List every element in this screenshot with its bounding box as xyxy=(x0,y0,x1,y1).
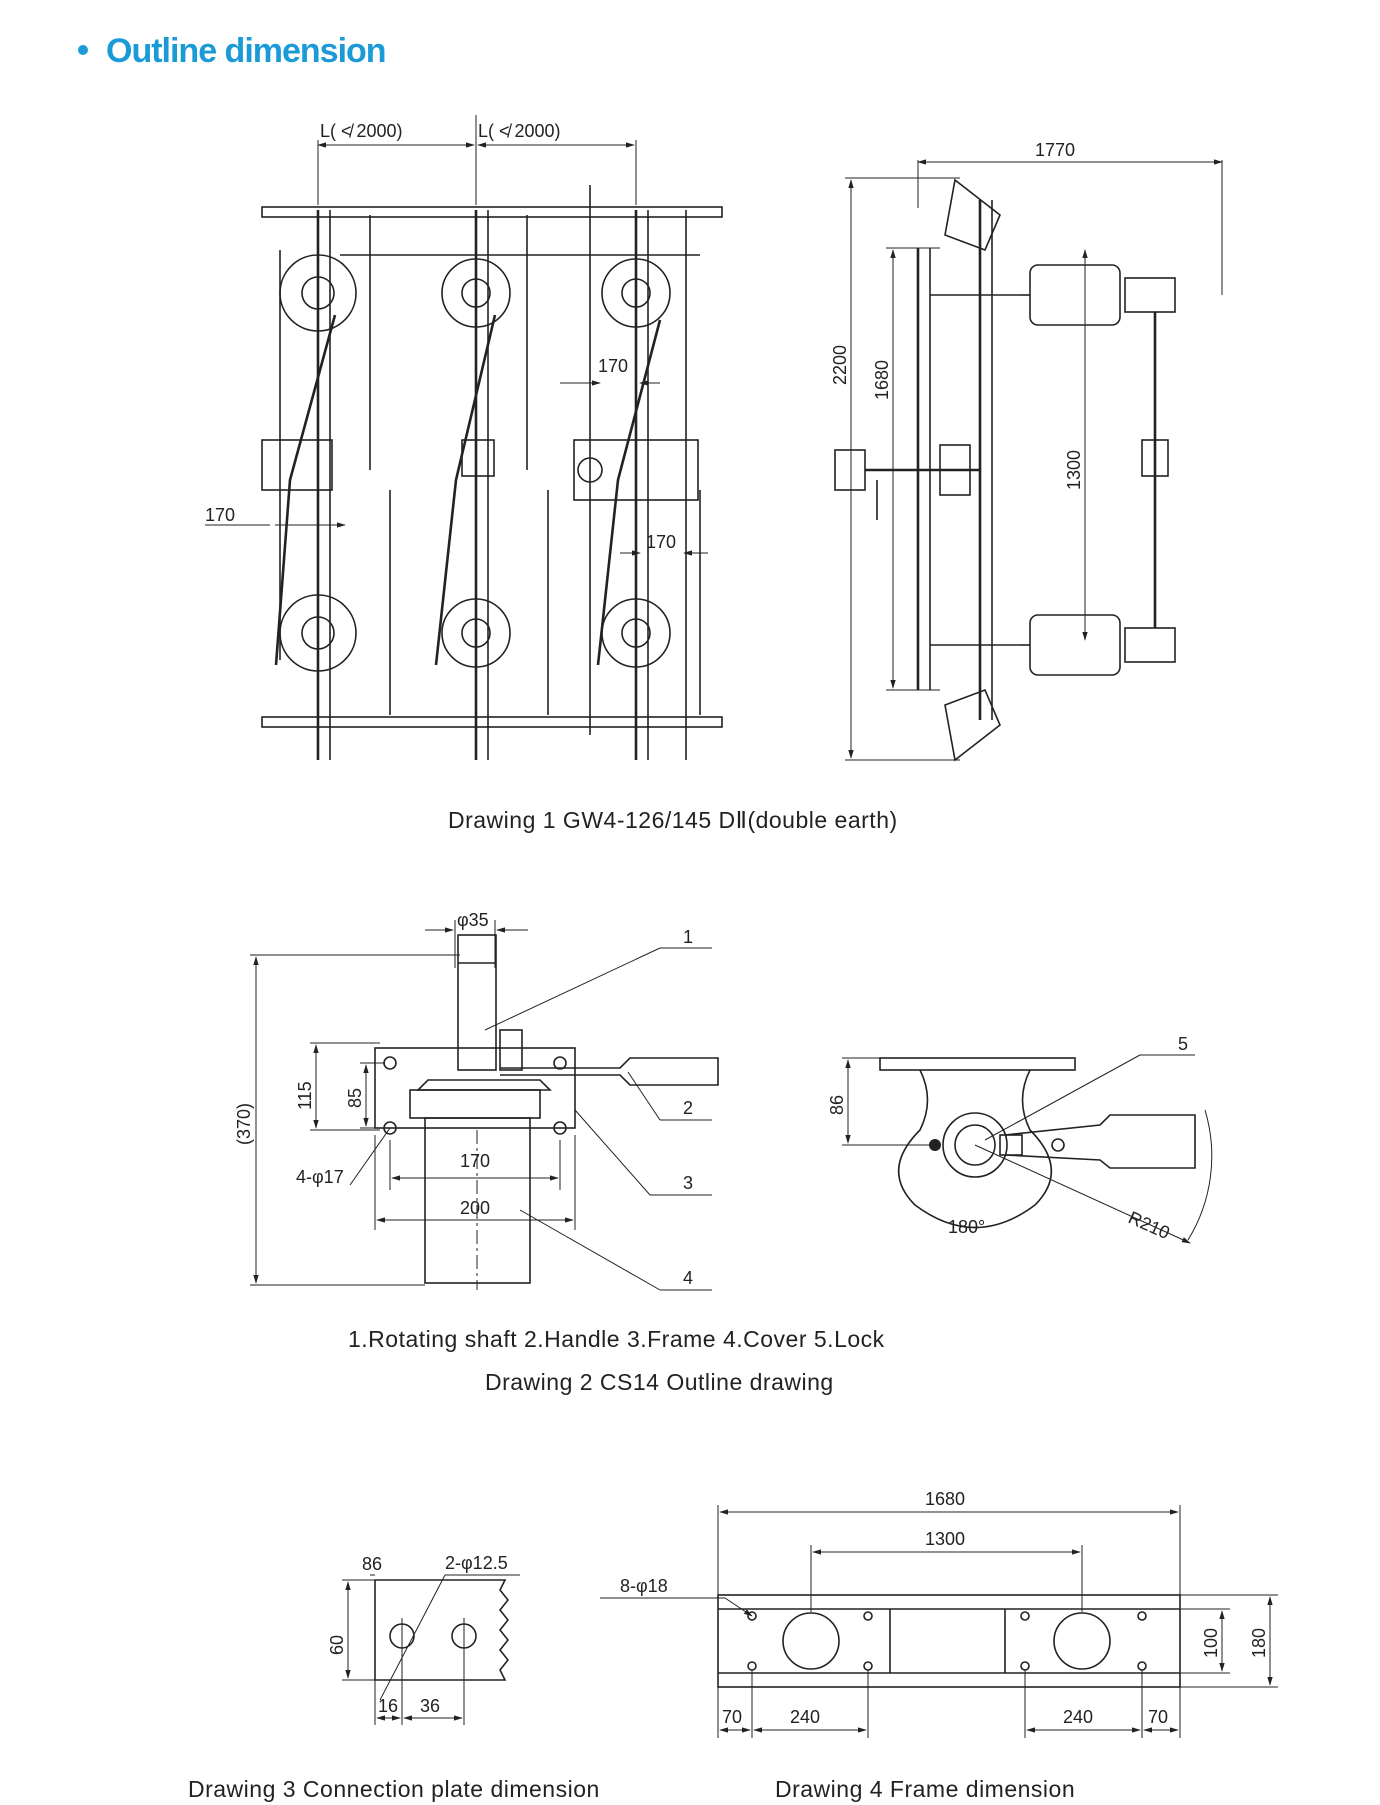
callout-1: 1 xyxy=(683,927,693,947)
dim3-36: 36 xyxy=(420,1696,440,1716)
frame-bolt-holes xyxy=(747,1611,1147,1671)
dim-170-lower: 170 xyxy=(646,532,676,552)
dim-R210: R210 xyxy=(1125,1207,1172,1243)
dim-1680: 1680 xyxy=(872,360,892,400)
drawing4-caption: Drawing 4 Frame dimension xyxy=(775,1776,1075,1802)
drawing2-caption: Drawing 2 CS14 Outline drawing xyxy=(485,1369,834,1395)
dim4-240-right: 240 xyxy=(1063,1707,1093,1727)
dim4-1300: 1300 xyxy=(925,1529,965,1549)
callout-2: 2 xyxy=(683,1098,693,1118)
dim4-100: 100 xyxy=(1201,1628,1221,1658)
callout-4: 4 xyxy=(683,1268,693,1288)
drawing3-caption: Drawing 3 Connection plate dimension xyxy=(188,1776,600,1802)
drawing1-side-view: 1770 2200 1680 1300 xyxy=(830,140,1223,762)
dim-370: (370) xyxy=(234,1103,254,1145)
dim-L-right: L( ≮ 2000) xyxy=(478,121,561,141)
pole-middle xyxy=(434,210,511,760)
pole-right xyxy=(573,185,699,760)
section-title: Outline dimension xyxy=(78,32,387,71)
dim3-16: 16 xyxy=(378,1696,398,1716)
section-title-text: Outline dimension xyxy=(106,32,387,70)
dim-4-phi17: 4-φ17 xyxy=(296,1167,344,1187)
drawing2-top-view: 86 R210 180° 5 xyxy=(827,1034,1213,1244)
dim4-1680: 1680 xyxy=(925,1489,965,1509)
dim4-70-left: 70 xyxy=(722,1707,742,1727)
dim-2200: 2200 xyxy=(830,345,850,385)
drawing2-front-view: φ35 (370) 115 85 4-φ17 xyxy=(234,910,719,1291)
dim-1770: 1770 xyxy=(1035,140,1075,160)
dim-170-left: 170 xyxy=(205,505,235,525)
dim-115: 115 xyxy=(295,1081,315,1110)
dim-170-upper: 170 xyxy=(598,356,628,376)
drawing1-caption: Drawing 1 GW4-126/145 DⅡ(double earth) xyxy=(448,807,898,833)
dim-200: 200 xyxy=(460,1198,490,1218)
dim3-60: 60 xyxy=(327,1635,347,1655)
callout-3: 3 xyxy=(683,1173,693,1193)
dim-180-deg: 180° xyxy=(948,1217,985,1237)
drawing1-front-view: L( ≮ 2000) L( ≮ 2000) 170 170 170 xyxy=(205,115,723,760)
dim4-240-left: 240 xyxy=(790,1707,820,1727)
dim4-180: 180 xyxy=(1249,1628,1269,1658)
dim-L-left: L( ≮ 2000) xyxy=(320,121,403,141)
dim-86: 86 xyxy=(827,1095,847,1115)
drawing3-connection-plate: 86 2-φ12.5 60 16 36 xyxy=(327,1553,520,1725)
dim-170: 170 xyxy=(460,1151,490,1171)
dim3-86: 86 xyxy=(362,1554,382,1574)
dim3-2-phi12-5: 2-φ12.5 xyxy=(445,1553,508,1573)
pole-left xyxy=(261,210,357,760)
dim4-8-phi18: 8-φ18 xyxy=(620,1576,668,1596)
drawing2-legend: 1.Rotating shaft 2.Handle 3.Frame 4.Cove… xyxy=(348,1326,885,1352)
dim-1300: 1300 xyxy=(1064,450,1084,490)
dim-phi35: φ35 xyxy=(457,910,489,930)
bullet-dot-icon xyxy=(78,45,88,56)
callout-5: 5 xyxy=(1178,1034,1188,1054)
drawing4-frame: 1680 1300 8-φ18 100 180 70 240 240 70 xyxy=(600,1489,1278,1738)
dim-85: 85 xyxy=(345,1088,365,1108)
dim4-70-right: 70 xyxy=(1148,1707,1168,1727)
